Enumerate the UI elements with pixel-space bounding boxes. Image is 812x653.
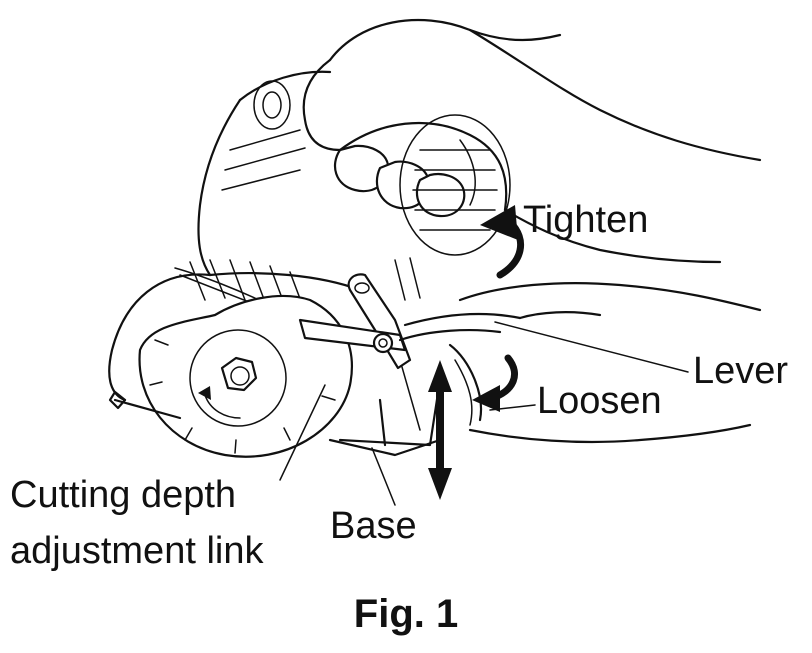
- depth-link-and-lever: [298, 257, 522, 370]
- tighten-arrow-icon: [480, 205, 524, 279]
- lower-hand: [448, 282, 762, 444]
- saw-blade: [138, 294, 353, 458]
- motor-housing: [197, 70, 511, 277]
- loosen-leader-line: [489, 404, 536, 411]
- lever-label: Lever: [693, 350, 788, 392]
- figure-caption: Fig. 1: [354, 592, 458, 636]
- cutting-depth-label-line2: adjustment link: [10, 530, 264, 572]
- loosen-arrow-icon: [472, 354, 518, 412]
- lever-leader-line: [494, 321, 689, 373]
- cutting-depth-label-line1: Cutting depth: [10, 474, 236, 516]
- loosen-label: Loosen: [537, 380, 662, 422]
- tighten-label: Tighten: [523, 199, 648, 241]
- base-leader-line: [371, 447, 396, 506]
- cutting-depth-leader-line: [279, 384, 326, 481]
- leader-lines: [279, 321, 689, 506]
- base-label: Base: [330, 505, 417, 547]
- depth-travel-arrow-icon: [428, 360, 452, 500]
- upper-hand: [302, 18, 762, 264]
